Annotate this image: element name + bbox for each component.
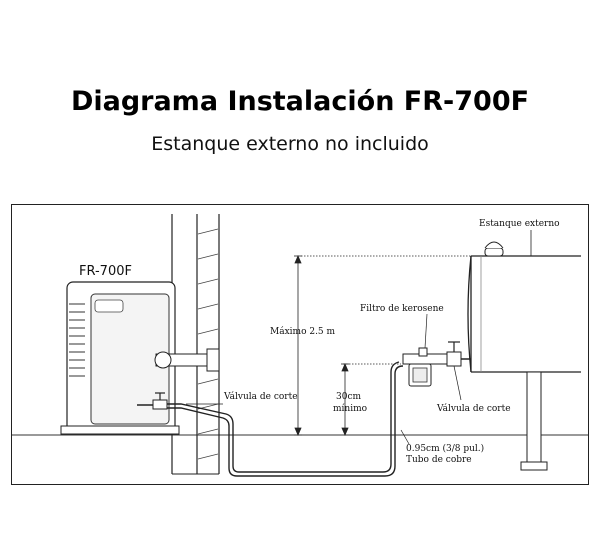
page-subtitle: Estanque externo no incluido: [151, 133, 429, 155]
filter-label: Filtro de kerosene: [360, 304, 444, 314]
max-height-label: Máximo 2.5 m: [270, 326, 336, 337]
shutoff-valve-right: [446, 341, 471, 367]
min-height-value: 30cm: [336, 392, 361, 402]
max-height-dimension: [294, 254, 471, 437]
label-leaders: [186, 313, 462, 445]
external-tank-label: Estanque externo: [479, 219, 560, 229]
min-height-dimension: [341, 362, 401, 437]
pipe-type-label: Tubo de cobre: [406, 455, 472, 465]
heater-model-label: FR-700F: [79, 264, 132, 279]
installation-diagram: FR-700F Estanque externo: [11, 204, 589, 485]
shutoff-valve-right-label: Válvula de corte: [436, 403, 511, 414]
pipe-size-label: 0.95cm (3/8 pul.): [406, 443, 484, 454]
external-tank: [467, 241, 581, 471]
page-title: Diagrama Instalación FR-700F: [70, 86, 530, 117]
diagram-border: [11, 204, 589, 485]
heater-unit: [60, 281, 220, 435]
copper-pipe: [167, 361, 404, 477]
kerosene-filter: [402, 347, 452, 387]
min-height-label: mínimo: [333, 403, 367, 414]
shutoff-valve-left-label: Válvula de corte: [223, 391, 298, 402]
